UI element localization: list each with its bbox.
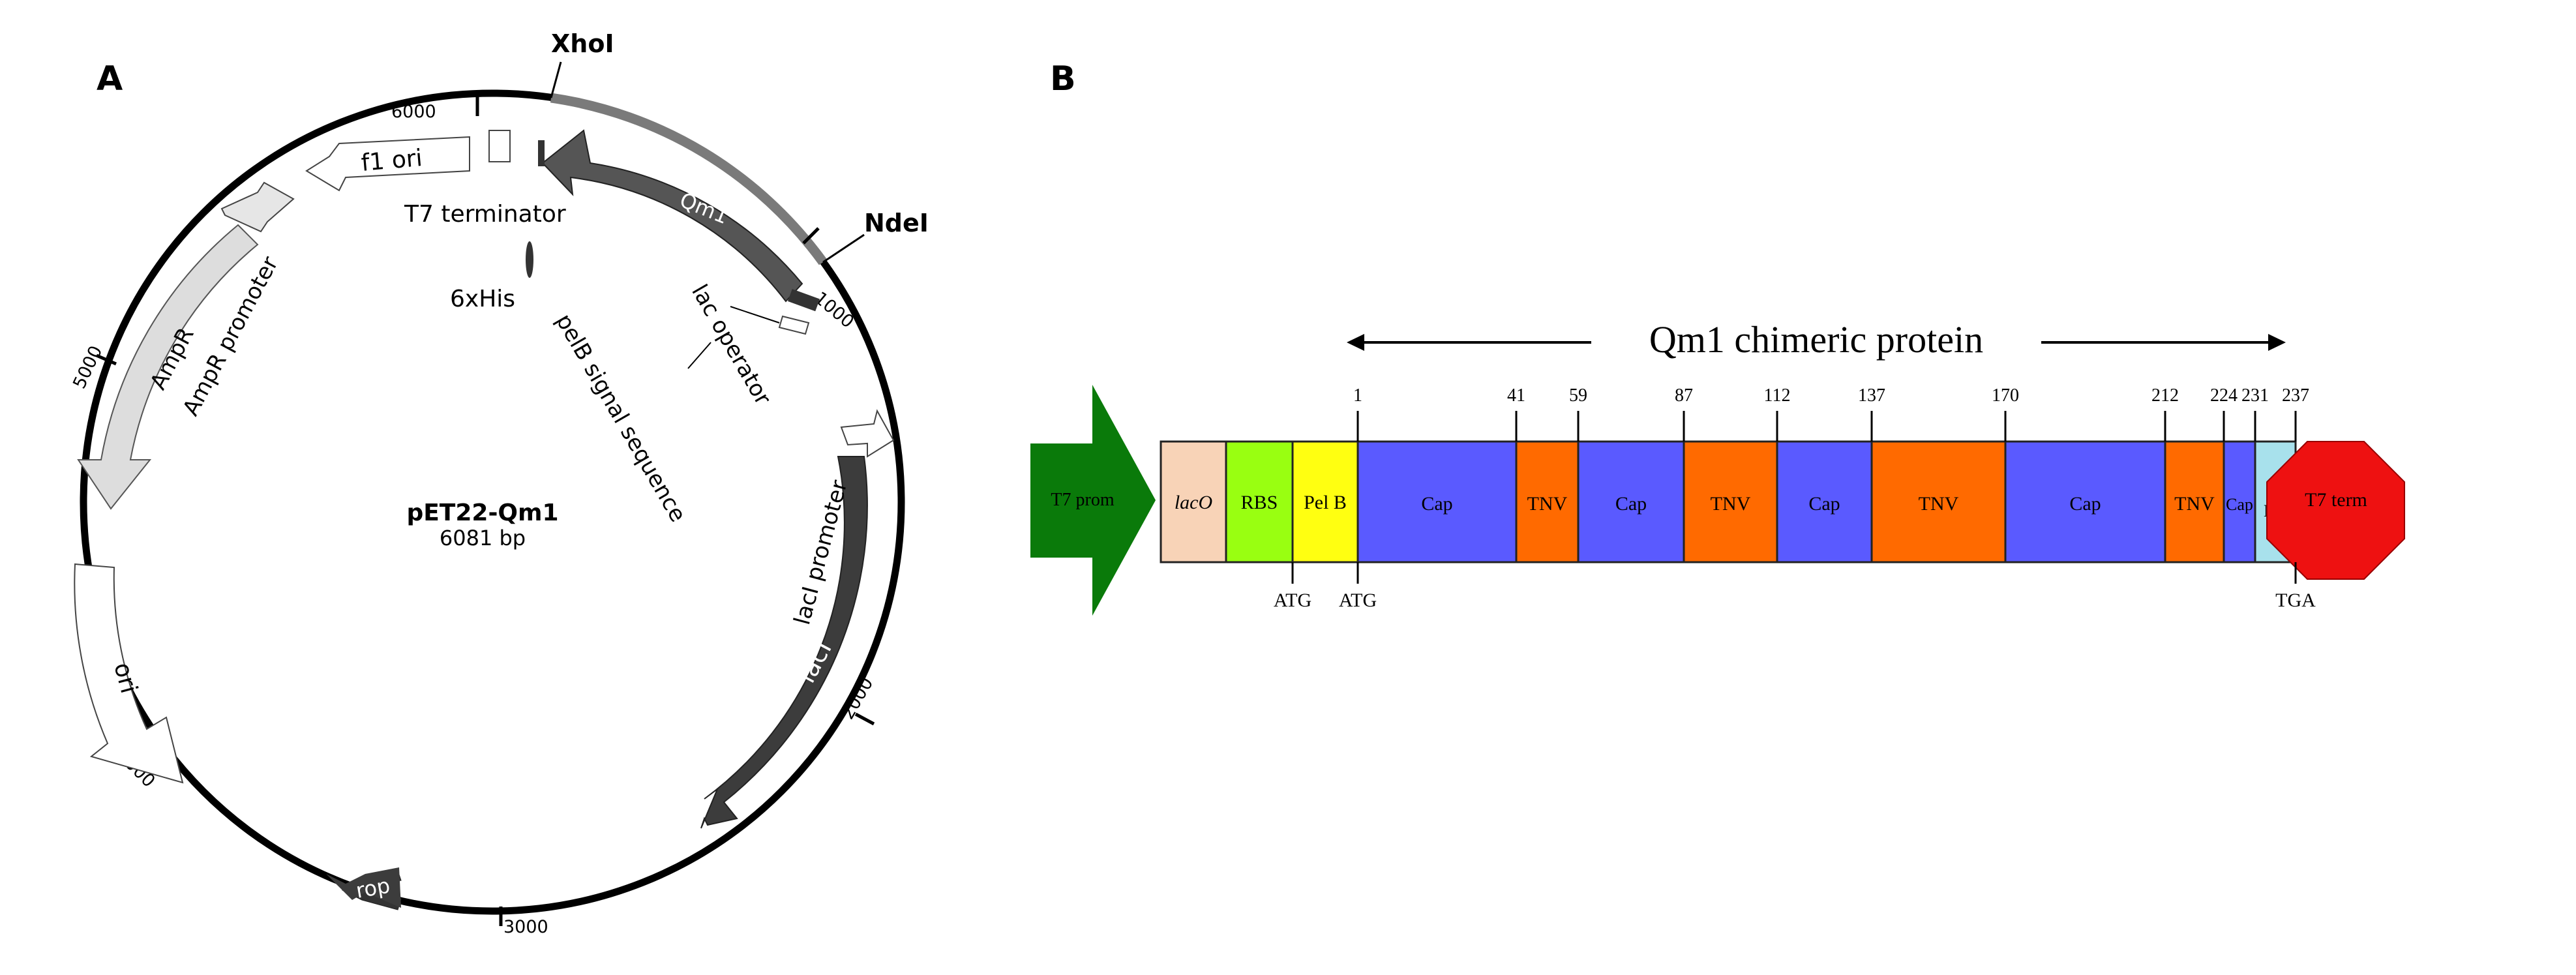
title-arrow-right-head xyxy=(2268,334,2286,351)
ampr-arrow xyxy=(77,224,259,510)
six-his-label: 6xHis xyxy=(450,286,515,312)
tick-5000 xyxy=(96,353,117,366)
six-his-mark xyxy=(526,241,533,278)
laci-arrow xyxy=(700,456,868,829)
position-label-137: 137 xyxy=(1858,385,1885,406)
panel-b-label: B xyxy=(1050,59,1076,98)
atg1-label: ATG xyxy=(1274,590,1311,611)
position-label-1: 1 xyxy=(1353,385,1362,406)
tick-2000 xyxy=(854,712,875,726)
insert-arc xyxy=(550,93,828,265)
segment-3-label: Cap xyxy=(1421,493,1452,515)
segment-3-box xyxy=(1356,440,1518,563)
t7-terminator-octagon xyxy=(2266,441,2405,580)
segment-2-box xyxy=(1291,440,1359,563)
panel-a-label: A xyxy=(97,59,123,98)
position-label-87: 87 xyxy=(1675,385,1693,406)
segment-7-label: Cap xyxy=(1808,493,1840,515)
title-arrow-left-head xyxy=(1347,334,1364,351)
segment-9-box xyxy=(2004,440,2166,563)
lac-operator-block xyxy=(787,289,820,312)
segment-0-label: lacO xyxy=(1175,492,1212,513)
segment-1-label: RBS xyxy=(1241,492,1278,513)
ori-arrow xyxy=(74,563,184,784)
qm1-arrow xyxy=(541,129,803,303)
segment-11-label: Cap xyxy=(2226,495,2253,514)
site-ndei: NdeI xyxy=(864,209,929,237)
tick-6000-label: 6000 xyxy=(391,102,436,122)
segment-0-box xyxy=(1160,440,1227,563)
segment-2-label: Pel B xyxy=(1304,492,1347,513)
segment-5-box xyxy=(1577,440,1685,563)
pelb-block xyxy=(778,315,810,335)
segment-10-label: TNV xyxy=(2174,493,2215,515)
laci-promoter-arrow xyxy=(840,409,895,458)
panel-a-background xyxy=(26,33,946,962)
segment-1-box xyxy=(1225,440,1294,563)
construct-title: Qm1 chimeric protein xyxy=(1649,318,1983,361)
rop-arrow xyxy=(326,867,401,908)
panel-a: A XhoI NdeI 6000 1000 2000 3000 4000 500… xyxy=(26,29,946,962)
f1-ori-arrow xyxy=(305,136,470,192)
position-label-170: 170 xyxy=(1992,385,2019,406)
position-label-212: 212 xyxy=(2151,385,2179,406)
segment-5-label: Cap xyxy=(1615,493,1647,515)
position-label-231: 231 xyxy=(2241,385,2269,406)
t7-promoter-arrow xyxy=(1030,385,1156,616)
site-xhoi: XhoI xyxy=(551,29,614,58)
his-tag-block xyxy=(538,140,545,166)
segment-6-label: TNV xyxy=(1711,493,1751,515)
segment-7-box xyxy=(1776,440,1873,563)
xhoi-tick xyxy=(550,61,562,98)
atg2-label: ATG xyxy=(1339,590,1377,611)
rop-label: rop xyxy=(354,873,392,903)
segment-11-box xyxy=(2223,440,2256,563)
t7-terminator-label: T7 terminator xyxy=(404,201,566,228)
tick-3000-label: 3000 xyxy=(503,917,548,937)
tga-label: TGA xyxy=(2275,590,2316,611)
segment-6-box xyxy=(1683,440,1778,563)
position-label-112: 112 xyxy=(1764,385,1791,406)
segment-9-label: Cap xyxy=(2069,493,2101,515)
plasmid-size: 6081 bp xyxy=(440,526,526,550)
t7-terminator-label: T7 term xyxy=(2305,489,2367,511)
panel-b: B Qm1 chimeric protein T7 prom lacO RBS Pe… xyxy=(1030,59,2405,616)
tick-1000 xyxy=(802,227,820,245)
plasmid-name: pET22-Qm1 xyxy=(406,500,558,526)
ndei-tick xyxy=(822,233,865,263)
position-label-237: 237 xyxy=(2282,385,2309,406)
f1-ori-label: f1 ori xyxy=(360,145,423,177)
position-label-41: 41 xyxy=(1507,385,1525,406)
ampr-promoter-arrow xyxy=(220,181,295,233)
t7-promoter-label: T7 prom xyxy=(1051,490,1114,510)
segment-4-label: TNV xyxy=(1527,493,1568,515)
segment-8-label: TNV xyxy=(1919,493,1959,515)
t7-terminator-box xyxy=(488,130,511,162)
position-label-224: 224 xyxy=(2210,385,2238,406)
position-label-59: 59 xyxy=(1569,385,1587,406)
plasmid-backbone xyxy=(80,89,905,915)
pelb-leader xyxy=(687,342,711,369)
lac-operator-leader xyxy=(730,306,780,323)
